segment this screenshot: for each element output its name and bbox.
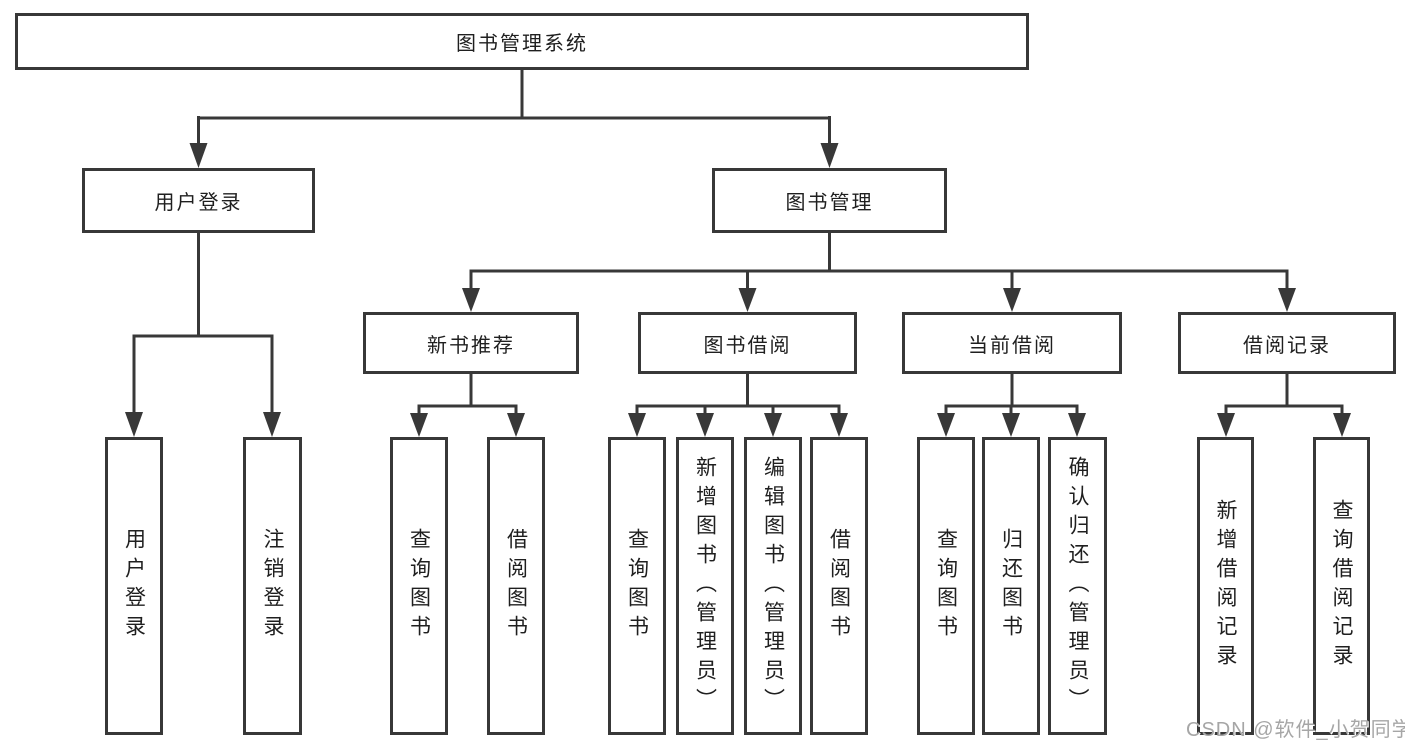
leaf-query-borrow-record: 查询借阅记录 <box>1313 437 1370 735</box>
node-current-borrow: 当前借阅 <box>902 312 1122 374</box>
leaf-edit-book-admin: 编辑图书（管理员） <box>744 437 802 735</box>
leaf-add-borrow-record: 新增借阅记录 <box>1197 437 1254 735</box>
csdn-watermark: CSDN @软件_小贺同学 <box>1186 719 1405 741</box>
node-borrow-records: 借阅记录 <box>1178 312 1396 374</box>
leaf-user-login: 用户登录 <box>105 437 163 735</box>
node-book-management: 图书管理 <box>712 168 947 233</box>
node-new-book-recommend: 新书推荐 <box>363 312 579 374</box>
node-user-login-branch: 用户登录 <box>82 168 315 233</box>
leaf-borrow-query-book: 查询图书 <box>608 437 666 735</box>
leaf-borrow-book: 借阅图书 <box>810 437 868 735</box>
leaf-recommend-borrow-book: 借阅图书 <box>487 437 545 735</box>
leaf-logout: 注销登录 <box>243 437 302 735</box>
node-root-system: 图书管理系统 <box>15 13 1029 70</box>
leaf-confirm-return-admin: 确认归还（管理员） <box>1048 437 1107 735</box>
leaf-recommend-query-book: 查询图书 <box>390 437 448 735</box>
leaf-return-book: 归还图书 <box>982 437 1040 735</box>
node-book-borrow: 图书借阅 <box>638 312 857 374</box>
leaf-add-book-admin: 新增图书（管理员） <box>676 437 734 735</box>
leaf-current-query-book: 查询图书 <box>917 437 975 735</box>
